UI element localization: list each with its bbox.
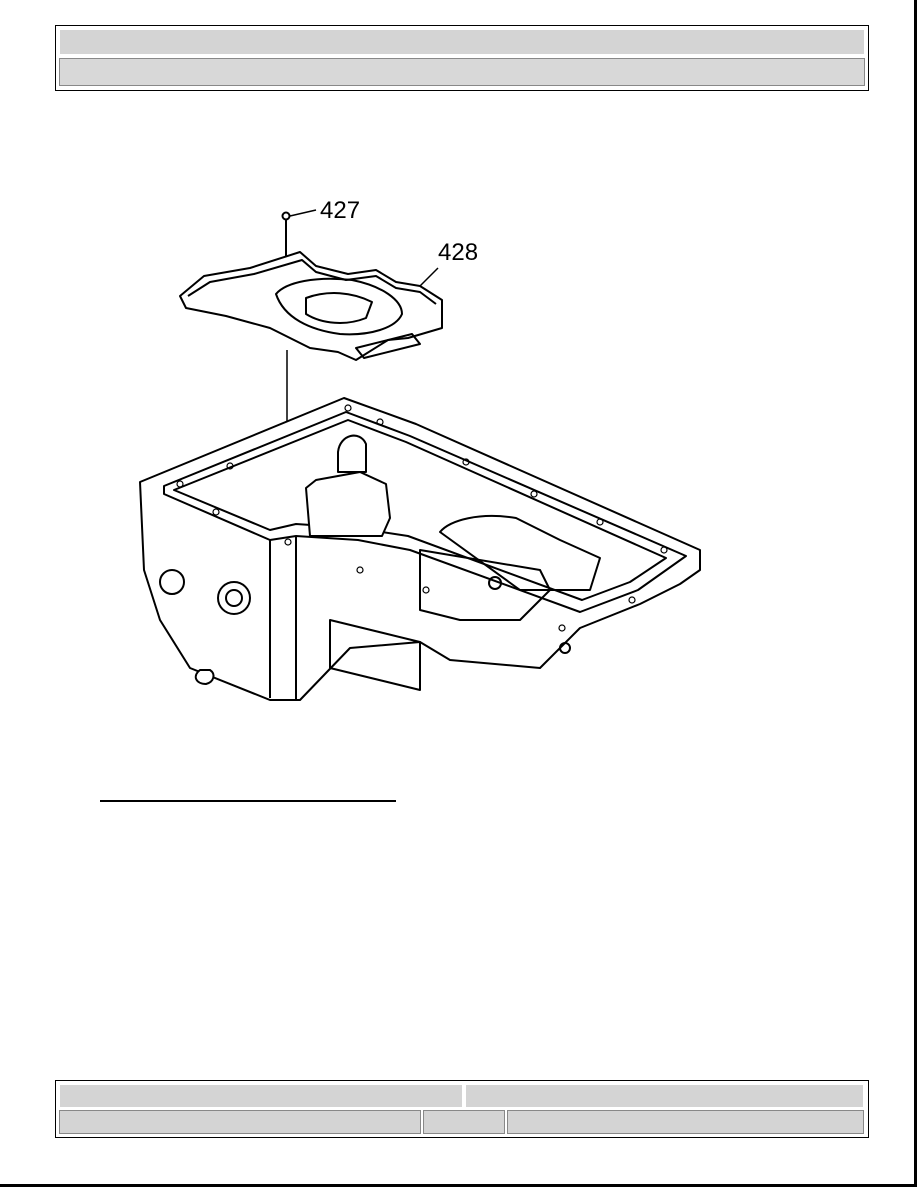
callout-428: 428: [438, 239, 478, 266]
oil-pan-diagram: 427 428: [120, 190, 720, 710]
document-header: [55, 25, 869, 91]
footer-cell-middle-bottom: [423, 1110, 505, 1134]
footer-cell-left-bottom: [59, 1110, 421, 1134]
bolt-part: [281, 209, 317, 258]
document-footer: [55, 1080, 869, 1138]
callout-427: 427: [320, 197, 360, 224]
baffle-part: [179, 251, 443, 361]
footer-cell-left-top: [59, 1084, 463, 1108]
header-subtitle-bar: [59, 58, 865, 86]
oil-pan-part: [139, 397, 701, 701]
footer-cell-right-top: [465, 1084, 864, 1108]
footer-cell-right-bottom: [507, 1110, 864, 1134]
figure-caption-rule: [100, 800, 396, 802]
oil-pan-illustration: 427 428: [139, 197, 701, 701]
header-title-bar: [59, 29, 865, 55]
